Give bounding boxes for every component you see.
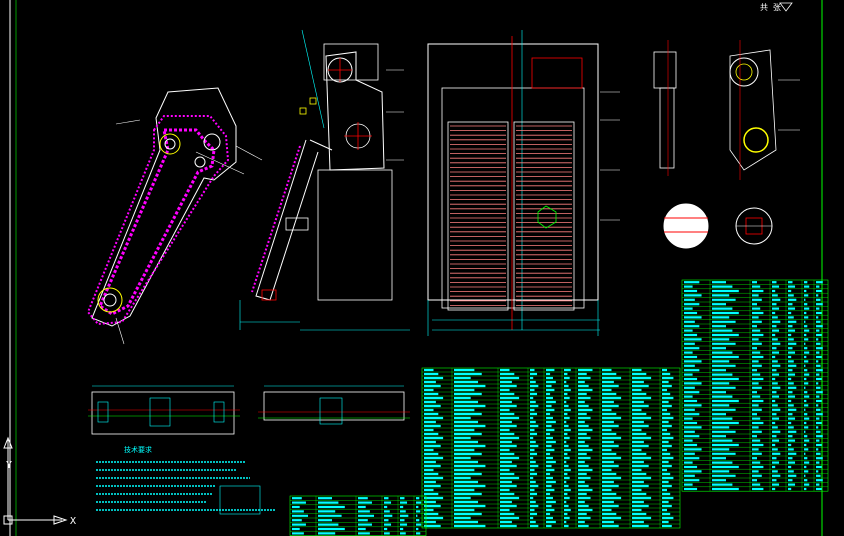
ucs-x-label: X xyxy=(70,516,76,527)
side-section-view xyxy=(239,29,410,331)
front-view-screen xyxy=(427,30,620,336)
corner-triangle-icon xyxy=(779,2,793,12)
motor-detail-views xyxy=(653,40,800,180)
parts-list-tables xyxy=(289,279,829,536)
drawing-frame xyxy=(9,0,823,536)
side-view-chain xyxy=(86,87,263,345)
ucs-y-label: Y xyxy=(6,460,12,471)
plan-views xyxy=(88,385,410,435)
ucs-axis-icon xyxy=(3,436,68,525)
detail-circles xyxy=(663,203,773,249)
tech-req-title: 技术要求 xyxy=(124,445,152,454)
technical-requirements: 技术要求 xyxy=(96,445,276,515)
sheet-corner-label: 共 张 xyxy=(760,3,781,12)
